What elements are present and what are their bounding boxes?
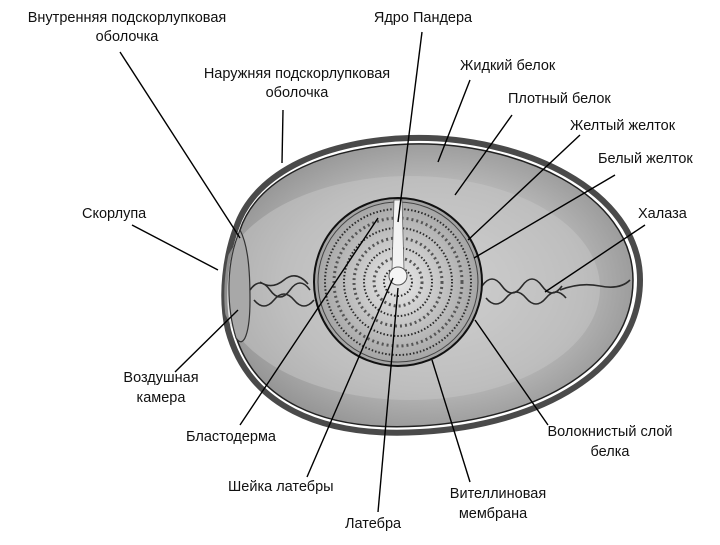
label-white-yolk: Белый желток bbox=[598, 151, 693, 167]
label-yellow-yolk: Желтый желток bbox=[570, 118, 676, 134]
label-liquid-albumen: Жидкий белок bbox=[460, 58, 556, 74]
chalaza-right bbox=[481, 278, 631, 305]
label-inner-membrane-2: оболочка bbox=[96, 29, 160, 45]
label-latebra: Латебра bbox=[345, 516, 402, 532]
label-outer-membrane-2: оболочка bbox=[266, 85, 330, 101]
chalaza-left bbox=[249, 275, 315, 307]
yolk-layer-ring bbox=[363, 247, 433, 317]
label-pander-nucleus: Ядро Пандера bbox=[374, 10, 473, 26]
label-blastoderm: Бластодерма bbox=[186, 429, 277, 445]
latebra-neck bbox=[391, 199, 405, 271]
yolk-layer-ring bbox=[383, 267, 413, 297]
label-vitelline-membrane-2: мембрана bbox=[459, 506, 528, 522]
latebra-core bbox=[388, 266, 408, 286]
yolk-layer-ring bbox=[343, 227, 453, 337]
label-shell: Скорлупа bbox=[82, 206, 147, 222]
label-chalaza: Халаза bbox=[638, 206, 688, 222]
leader-lines bbox=[119, 31, 646, 513]
shell bbox=[221, 134, 644, 436]
label-inner-membrane-1: Внутренняя подскорлупковая bbox=[28, 10, 226, 26]
label-outer-membrane-1: Наружняя подскорлупковая bbox=[204, 66, 390, 82]
label-air-cell-1: Воздушная bbox=[123, 370, 198, 386]
label-fibrous-layer-1: Волокнистый слой bbox=[547, 424, 672, 440]
yolk-layer-ring bbox=[372, 256, 424, 308]
yolk-layer-ring bbox=[352, 236, 444, 328]
label-vitelline-membrane-1: Вителлиновая bbox=[450, 486, 546, 502]
label-fibrous-layer-2: белка bbox=[591, 444, 631, 460]
label-latebra-neck: Шейка латебры bbox=[228, 479, 334, 495]
label-dense-albumen: Плотный белок bbox=[508, 91, 611, 107]
label-air-cell-2: камера bbox=[137, 390, 187, 406]
